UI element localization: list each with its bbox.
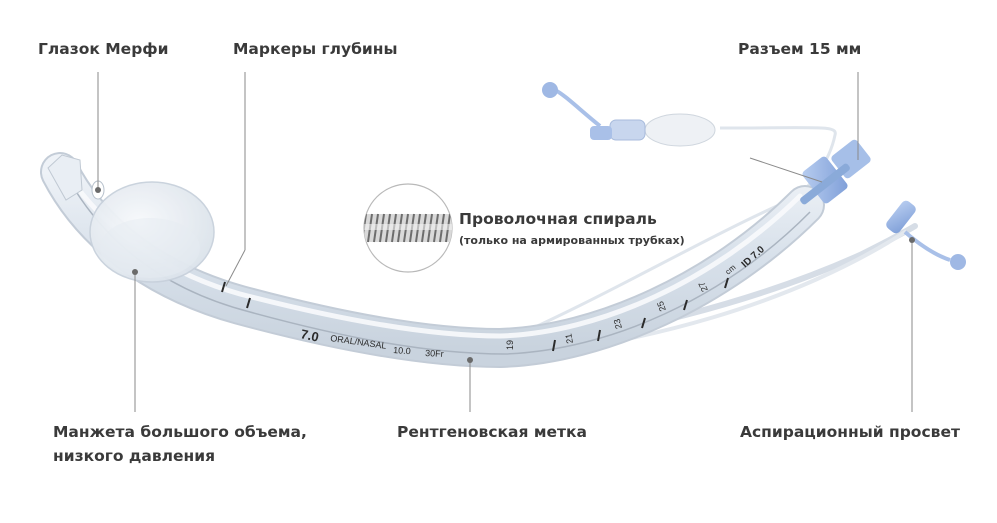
suction-port xyxy=(886,200,966,270)
depth-ticks xyxy=(221,277,729,352)
depth-25: 25 xyxy=(655,300,668,313)
marking-size: 7.0 xyxy=(299,326,320,344)
depth-23: 23 xyxy=(612,318,624,330)
marking-fr: 30Fr xyxy=(425,348,444,359)
label-connector: Разъем 15 мм xyxy=(738,40,862,58)
label-murphy-eye: Глазок Мерфи xyxy=(38,40,169,58)
cuff-shadow xyxy=(100,218,200,278)
depth-21: 21 xyxy=(563,333,575,345)
depth-19: 19 xyxy=(505,340,515,350)
label-wire-spiral: Проволочная спираль xyxy=(459,210,657,228)
label-cuff-line2: низкого давления xyxy=(53,447,216,465)
label-suction-lumen: Аспирационный просвет xyxy=(740,423,960,441)
connector-15mm xyxy=(800,139,871,205)
depth-27: 27 xyxy=(697,280,710,293)
label-xray-marker: Рентгеновская метка xyxy=(397,423,588,441)
label-depth-markers: Маркеры глубины xyxy=(233,40,398,58)
leader-connector-2 xyxy=(749,157,823,183)
leader-lines xyxy=(95,72,915,412)
leader-depth-2 xyxy=(225,249,246,287)
marking-od: 10.0 xyxy=(393,345,411,356)
tube-tip xyxy=(47,154,83,201)
label-cuff-line1: Манжета большого объема, xyxy=(53,423,307,441)
wire-spiral-inset xyxy=(363,183,453,273)
label-wire-spiral-note: (только на армированных трубках) xyxy=(459,234,685,247)
pilot-balloon xyxy=(542,82,716,147)
